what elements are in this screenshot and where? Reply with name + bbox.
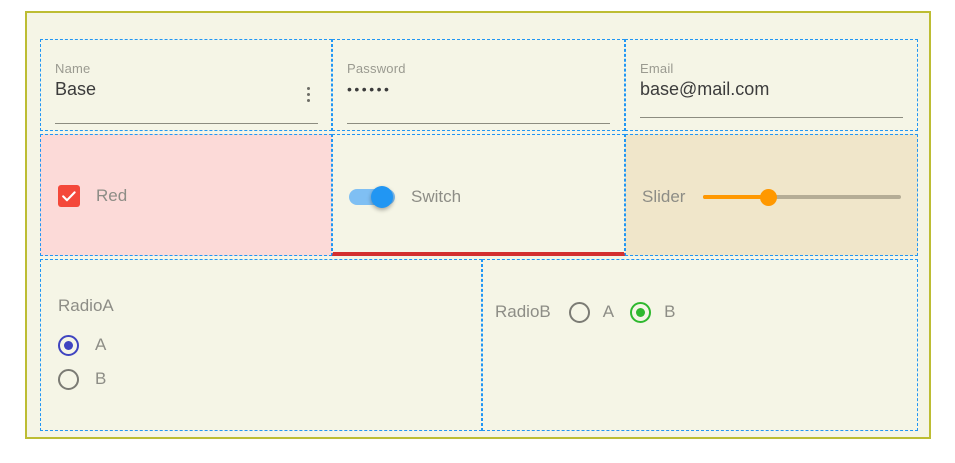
slider-label: Slider xyxy=(642,187,686,206)
password-field-label: Password xyxy=(347,61,406,76)
name-field-value[interactable]: Base xyxy=(55,79,97,99)
radio-a-option-b-label: B xyxy=(95,369,107,388)
slider-row[interactable]: Slider xyxy=(642,187,902,207)
grid-cell-password xyxy=(332,39,625,131)
email-field-label: Email xyxy=(640,61,674,76)
radio-b-option-b-label: B xyxy=(664,302,676,321)
password-field-value[interactable]: •••••• xyxy=(347,81,392,97)
email-field-value[interactable]: base@mail.com xyxy=(640,79,770,99)
switch-thumb[interactable] xyxy=(371,186,393,208)
slider-track xyxy=(703,195,902,199)
radio-a-option-a-label: A xyxy=(95,335,107,354)
radio-b-option-b[interactable]: B xyxy=(630,297,675,327)
name-field-label: Name xyxy=(55,61,91,76)
switch-label: Switch xyxy=(411,187,462,206)
password-field[interactable]: Password •••••• xyxy=(347,61,610,127)
grid-cell-name xyxy=(40,39,332,131)
toggle-switch[interactable] xyxy=(349,186,395,208)
grid-cell-radio-b xyxy=(482,259,918,431)
radio-button-a-selected[interactable] xyxy=(58,334,79,356)
grid-cell-checkbox xyxy=(40,134,332,256)
radio-b-option-a[interactable]: A xyxy=(568,297,615,327)
radio-group-a: RadioA A B xyxy=(58,296,114,398)
password-field-underline xyxy=(347,123,610,124)
radio-a-option-a[interactable]: A xyxy=(58,330,114,360)
name-field[interactable]: Name Base xyxy=(55,61,318,127)
slider-fill xyxy=(703,195,769,199)
check-icon xyxy=(62,190,76,201)
email-field-underline xyxy=(640,117,903,118)
name-field-underline xyxy=(55,123,318,124)
grid-cell-radio-a xyxy=(40,259,482,431)
switch-row[interactable]: Switch xyxy=(349,186,461,208)
kebab-menu-icon[interactable] xyxy=(300,83,316,105)
radio-button-a-unselected[interactable] xyxy=(568,301,590,323)
radio-b-option-a-label: A xyxy=(602,302,615,321)
email-field[interactable]: Email base@mail.com xyxy=(640,61,903,127)
radio-group-b: RadioB A B xyxy=(495,297,691,327)
slider-control[interactable] xyxy=(703,187,902,207)
form-panel: Name Base Password •••••• Email base@mai… xyxy=(25,11,931,439)
radio-button-b-unselected[interactable] xyxy=(58,368,79,390)
radio-a-option-b[interactable]: B xyxy=(58,364,114,394)
checkbox-red-label: Red xyxy=(96,186,128,205)
red-checkbox-row[interactable]: Red xyxy=(58,185,127,207)
slider-thumb[interactable] xyxy=(760,189,778,206)
checkbox-red[interactable] xyxy=(58,185,80,207)
radio-button-b-selected[interactable] xyxy=(630,301,652,323)
radio-group-b-label: RadioB xyxy=(495,302,551,321)
radio-group-a-label: RadioA xyxy=(58,296,114,315)
grid-cell-switch xyxy=(332,134,625,256)
grid-cell-email xyxy=(625,39,918,131)
